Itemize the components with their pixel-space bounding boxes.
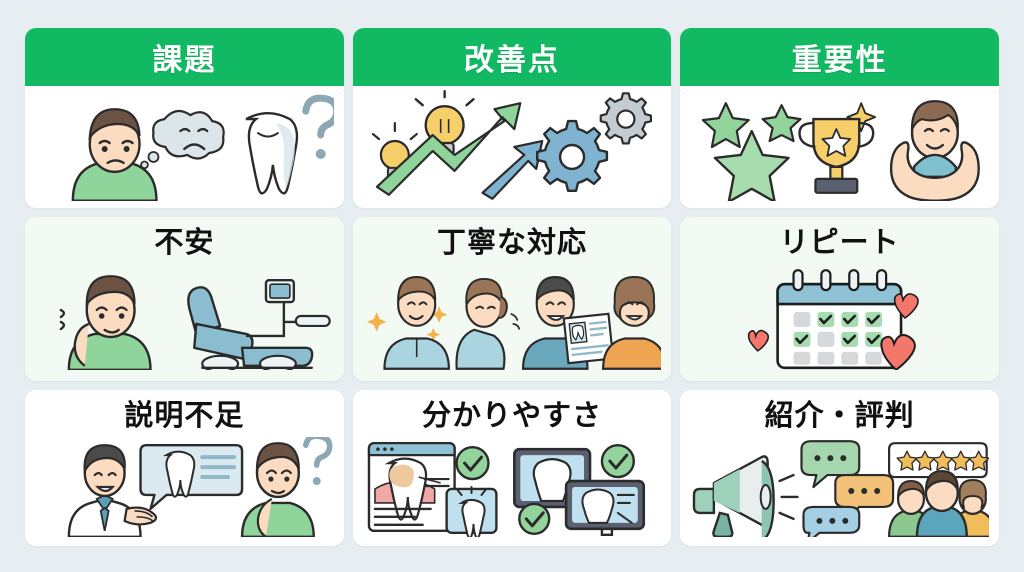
illustration-stars-trophy-hands (680, 86, 999, 208)
comparison-grid: 課題 (25, 28, 999, 546)
grid-cell-challenge: 課題 (25, 28, 344, 208)
illustration-toothache-dental-chair (25, 258, 344, 381)
cell-title-insufficient-explanation: 説明不足 (124, 400, 245, 432)
cell-title-clarity: 分かりやすさ (421, 400, 602, 432)
illustration-screens-checkmarks (353, 431, 672, 546)
grid-cell-clarity: 分かりやすさ (352, 390, 672, 546)
grid-cell-improvement: 改善点 (352, 28, 672, 208)
cell-title-polite-service: 丁寧な対応 (436, 227, 587, 259)
grid-cell-importance: 重要性 (680, 28, 999, 208)
grid-cell-referral-reputation: 紹介・評判 (680, 390, 999, 546)
illustration-lightbulbs-growth-gears (353, 86, 672, 208)
illustration-dentist-confused-patient (25, 431, 344, 546)
grid-cell-anxiety: 不安 (25, 217, 344, 381)
grid-cell-insufficient-explanation: 説明不足 (25, 390, 344, 546)
column-header-importance: 重要性 (680, 28, 999, 86)
cell-title-referral-reputation: 紹介・評判 (764, 400, 915, 432)
illustration-worried-person-tooth (25, 86, 344, 208)
column-header-challenge: 課題 (25, 28, 344, 86)
illustration-megaphone-reviews (680, 431, 999, 546)
illustration-calendar-hearts (680, 258, 999, 381)
grid-cell-repeat: リピート (680, 217, 999, 381)
grid-cell-polite-service: 丁寧な対応 (352, 217, 672, 381)
column-header-improvement: 改善点 (352, 28, 672, 86)
cell-title-anxiety: 不安 (154, 227, 215, 259)
illustration-staff-explaining (353, 258, 672, 381)
cell-title-repeat: リピート (779, 227, 900, 259)
